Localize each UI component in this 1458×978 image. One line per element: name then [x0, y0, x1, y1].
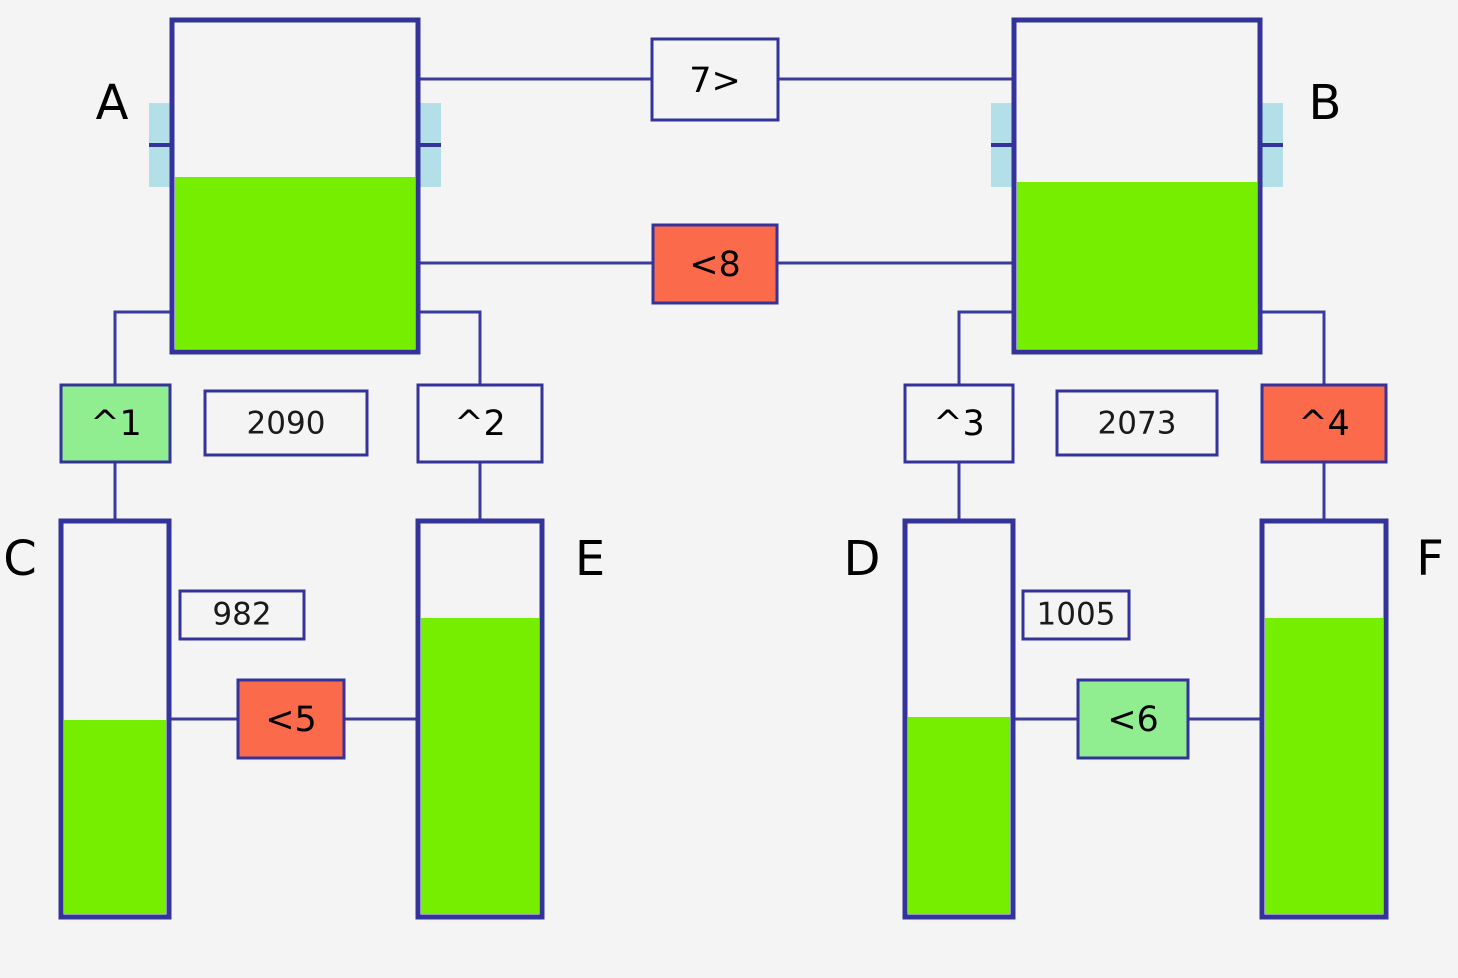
- value-box-d-frame: [1021, 589, 1131, 641]
- tank-f-label: F: [1416, 531, 1444, 587]
- valve-3[interactable]: ^3: [903, 383, 1015, 464]
- tank-f[interactable]: F: [1259, 518, 1444, 920]
- pipe-layer: [113, 77, 1326, 721]
- tank-a-liquid: [175, 177, 415, 349]
- pipe-a-to-v1: [113, 310, 172, 385]
- tank-a[interactable]: A: [96, 17, 441, 355]
- node-lt-8-label: <8: [689, 245, 741, 285]
- node-lt-6-box: [1076, 678, 1190, 760]
- tank-b-label: B: [1309, 75, 1342, 131]
- valve-3-label: ^3: [933, 404, 985, 444]
- tank-b-liquid: [1017, 182, 1257, 349]
- valve-2-box: [416, 383, 544, 464]
- tank-a-label: A: [96, 75, 129, 131]
- tank-c[interactable]: C: [3, 518, 172, 920]
- tank-d-label: D: [844, 531, 881, 587]
- value-box-c-frame: [178, 589, 306, 641]
- tank-d[interactable]: D: [844, 518, 1016, 920]
- pipe-a-to-v2: [418, 310, 482, 385]
- valve-1-box: [59, 383, 172, 464]
- valve-4-label: ^4: [1298, 404, 1350, 444]
- tank-d-border: [902, 518, 1016, 920]
- valve-2-label: ^2: [454, 404, 506, 444]
- node-lt-5[interactable]: <5: [236, 678, 346, 760]
- tank-d-liquid: [908, 717, 1010, 914]
- node-7-gt[interactable]: 7>: [650, 37, 780, 122]
- tank-b[interactable]: B: [991, 17, 1342, 355]
- node-lt-8-box: [651, 223, 779, 305]
- tank-b-border: [1011, 17, 1263, 355]
- node-lt-5-box: [236, 678, 346, 760]
- tank-c-label: C: [3, 531, 37, 587]
- pipe-b-to-v4: [1260, 310, 1326, 385]
- tank-c-liquid: [64, 720, 166, 914]
- valve-2[interactable]: ^2: [416, 383, 544, 464]
- valve-4-box: [1260, 383, 1388, 464]
- value-box-a-text: 2090: [247, 406, 326, 442]
- tank-e-border: [415, 518, 545, 920]
- value-box-b-text: 2073: [1098, 406, 1177, 442]
- tank-c-border: [58, 518, 172, 920]
- tank-e-liquid: [421, 618, 539, 914]
- value-box-b: 2073: [1055, 389, 1219, 457]
- node-lt-8[interactable]: <8: [651, 223, 779, 305]
- pipe-b-to-v3: [957, 310, 1014, 385]
- node-lt-6-label: <6: [1107, 700, 1159, 740]
- value-box-d-text: 1005: [1037, 597, 1116, 633]
- valve-1-label: ^1: [90, 404, 142, 444]
- tank-e[interactable]: E: [415, 518, 605, 920]
- tank-e-label: E: [575, 531, 605, 587]
- value-box-d: 1005: [1021, 589, 1131, 641]
- tank-a-border: [169, 17, 421, 355]
- valve-4[interactable]: ^4: [1260, 383, 1388, 464]
- value-box-a: 2090: [203, 389, 369, 457]
- value-box-c-text: 982: [212, 597, 271, 633]
- value-box-b-frame: [1055, 389, 1219, 457]
- value-box-c: 982: [178, 589, 306, 641]
- node-7-gt-label: 7>: [689, 61, 741, 101]
- node-lt-6[interactable]: <6: [1076, 678, 1190, 760]
- valve-1[interactable]: ^1: [59, 383, 172, 464]
- value-box-a-frame: [203, 389, 369, 457]
- node-lt-5-label: <5: [265, 700, 317, 740]
- tank-f-liquid: [1265, 618, 1383, 914]
- node-7-gt-box: [650, 37, 780, 122]
- valve-3-box: [903, 383, 1015, 464]
- tank-f-border: [1259, 518, 1389, 920]
